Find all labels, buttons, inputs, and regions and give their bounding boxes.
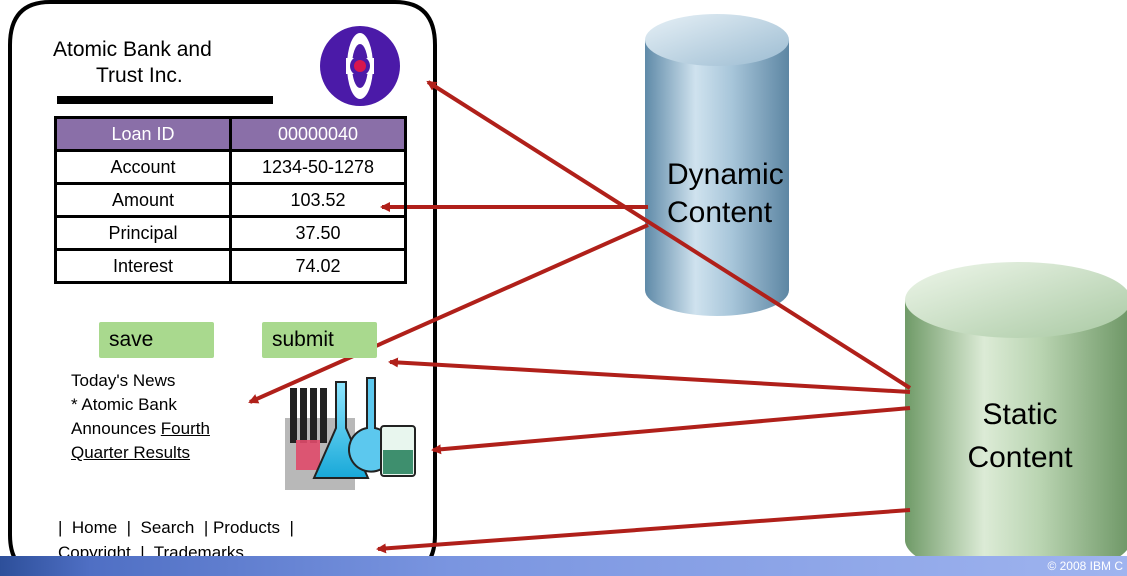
static-content-cylinder xyxy=(905,262,1127,576)
news-line-1: * Atomic Bank xyxy=(71,395,177,414)
connector-arrows xyxy=(248,80,912,554)
news-line-2: Announces Fourth xyxy=(71,418,210,440)
dynamic-content-cylinder xyxy=(645,14,789,316)
row-value-cell: 74.02 xyxy=(229,248,407,284)
atom-logo-icon xyxy=(320,26,400,106)
news-link-fourth[interactable]: Fourth xyxy=(160,419,210,438)
row-label-cell: Account xyxy=(54,149,232,185)
table-row: Amount 103.52 xyxy=(54,182,407,218)
row-value-cell: 1234-50-1278 xyxy=(229,149,407,185)
table-row: Principal 37.50 xyxy=(54,215,407,251)
row-label-cell: Amount xyxy=(54,182,232,218)
news-line-2-text: Announces xyxy=(71,419,161,438)
row-value-cell: 103.52 xyxy=(229,182,407,218)
save-button[interactable]: save xyxy=(99,322,214,358)
nav-links-line-1[interactable]: | Home | Search | Products | xyxy=(58,518,294,537)
row-value-cell: 37.50 xyxy=(229,215,407,251)
title-underline-bar xyxy=(57,96,273,104)
dynamic-content-label-2: Content xyxy=(667,196,773,229)
arrow-static-to-image xyxy=(431,406,911,455)
header-value-cell: 00000040 xyxy=(229,116,407,152)
static-content-label-1: Static xyxy=(982,398,1058,431)
row-label-cell: Interest xyxy=(54,248,232,284)
news-link-quarter-results[interactable]: Quarter Results xyxy=(71,443,191,462)
arrow-static-to-nav xyxy=(376,508,911,554)
arrow-static-to-logo xyxy=(426,80,912,390)
submit-button[interactable]: submit xyxy=(262,322,377,358)
table-header-row: Loan ID 00000040 xyxy=(54,116,407,152)
table-row: Account 1234-50-1278 xyxy=(54,149,407,185)
bank-name-line-2: Trust Inc. xyxy=(96,64,183,87)
lab-flasks-icon xyxy=(285,377,416,490)
arrow-static-to-buttons xyxy=(388,357,911,394)
copyright-text: © 2008 IBM C xyxy=(1047,559,1123,573)
row-label-cell: Principal xyxy=(54,215,232,251)
footer-band xyxy=(0,556,1127,576)
dynamic-content-label-1: Dynamic xyxy=(667,158,784,191)
header-label-cell: Loan ID xyxy=(54,116,232,152)
static-content-label-2: Content xyxy=(967,441,1073,474)
news-heading: Today's News xyxy=(71,371,176,390)
bank-name-line-1: Atomic Bank and xyxy=(53,38,212,61)
loan-details-table: Loan ID 00000040 Account 1234-50-1278 Am… xyxy=(54,116,407,284)
arrow-dynamic-to-news xyxy=(248,223,649,404)
table-row: Interest 74.02 xyxy=(54,248,407,284)
